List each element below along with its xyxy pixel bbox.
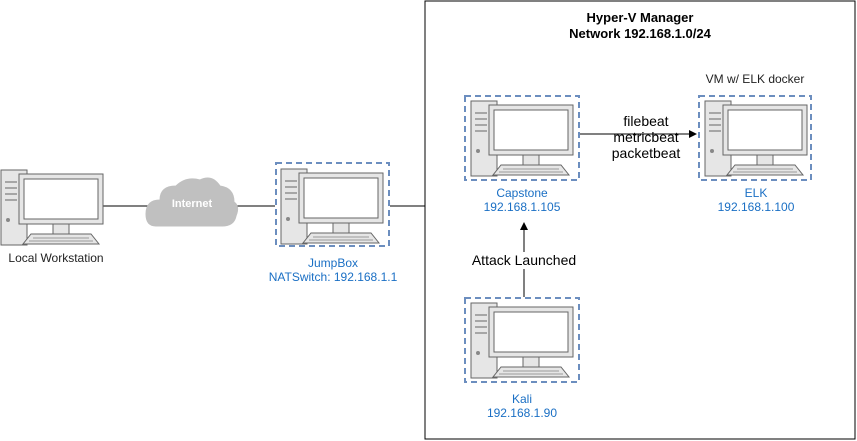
elk-icon [704,100,808,177]
kali-address: 192.168.1.90 [486,406,558,420]
workstation-icon [0,169,104,246]
jumpbox-icon [280,168,384,245]
jumpbox-address: NATSwitch: 192.168.1.1 [268,270,398,284]
kali-name: Kali [511,392,532,406]
jumpbox-frame [275,162,390,247]
elk-frame [698,95,812,181]
kali-icon [470,302,574,379]
edge-label-beats: filebeat metricbeat packetbeat [596,113,696,161]
cloud-icon [145,177,239,227]
edge-label-metricbeat: metricbeat [613,129,679,145]
region-subtitle: Network 192.168.1.0/24 [569,26,711,41]
edge-label-attack: Attack Launched [464,252,584,269]
capstone-address: 192.168.1.105 [483,200,561,214]
elk-name: ELK [744,186,768,200]
capstone-frame [464,95,580,181]
edge-label-packetbeat: packetbeat [611,145,681,161]
kali-frame [464,297,580,383]
capstone-name: Capstone [496,186,548,200]
region-title: Hyper-V Manager [586,10,694,25]
capstone-icon [470,100,574,177]
elk-address: 192.168.1.100 [717,200,795,214]
cloud-label: Internet [171,198,213,210]
jumpbox-name: JumpBox [307,256,359,270]
workstation-label: Local Workstation [8,251,104,265]
edge-label-filebeat: filebeat [623,113,669,129]
hyperv-boundary [424,0,856,440]
elk-note: VM w/ ELK docker [705,72,805,86]
